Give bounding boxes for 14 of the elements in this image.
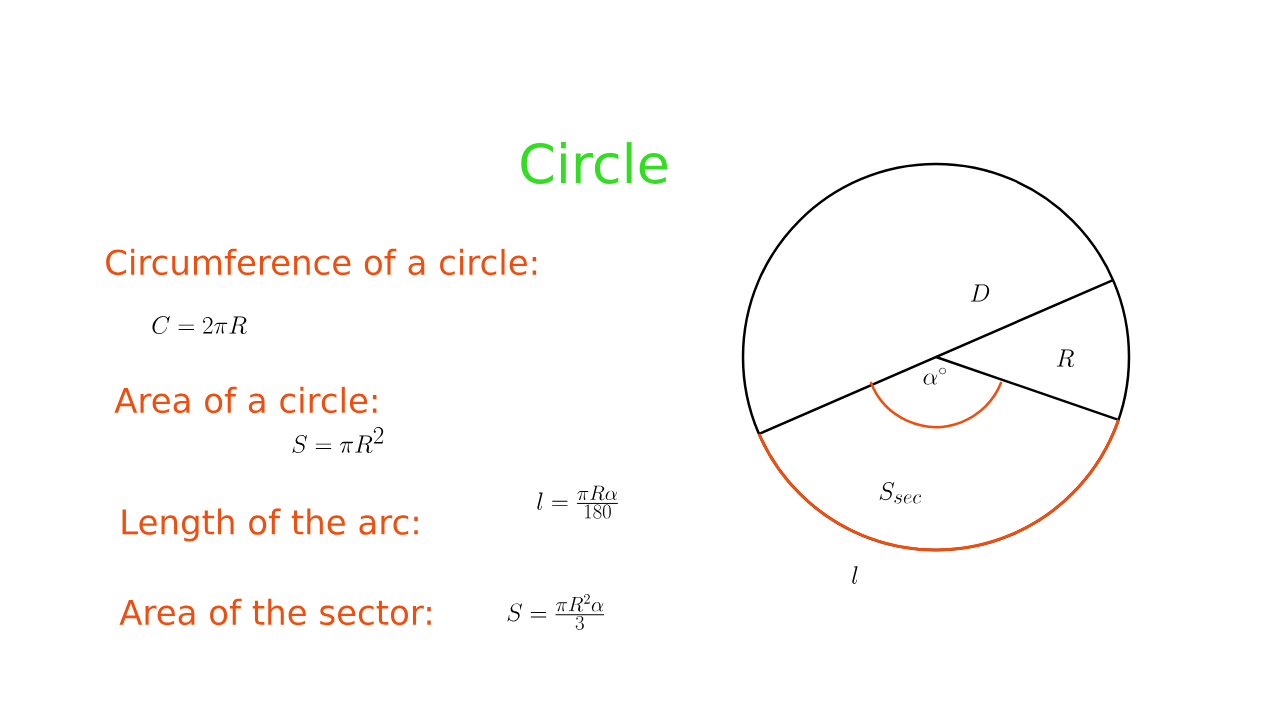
radius-label: $R$	[1056, 349, 1075, 367]
formula-heading: Circumference of a circle:	[106, 248, 537, 276]
title: Circle	[521, 142, 667, 184]
formula-heading: Length of the arc:	[122, 508, 418, 542]
formula: $S = \frac{\pi R^{2} \alpha}{3}$	[507, 594, 605, 630]
arc-label: $l$	[852, 566, 858, 584]
formula: $l = \frac{\pi R \alpha}{180}$	[537, 485, 618, 519]
formula-heading: Area of a circle:	[114, 386, 377, 414]
formula-heading: Area of the sector:	[119, 598, 431, 626]
diameter-label: $D$	[970, 284, 990, 302]
formula: $S = \pi R^{2}$	[292, 427, 384, 454]
sector-label: $S_{sec}$	[879, 482, 921, 504]
formula: $C = 2\pi R$	[152, 315, 247, 334]
angle-label: $\alpha^{\circ}$	[923, 367, 946, 385]
